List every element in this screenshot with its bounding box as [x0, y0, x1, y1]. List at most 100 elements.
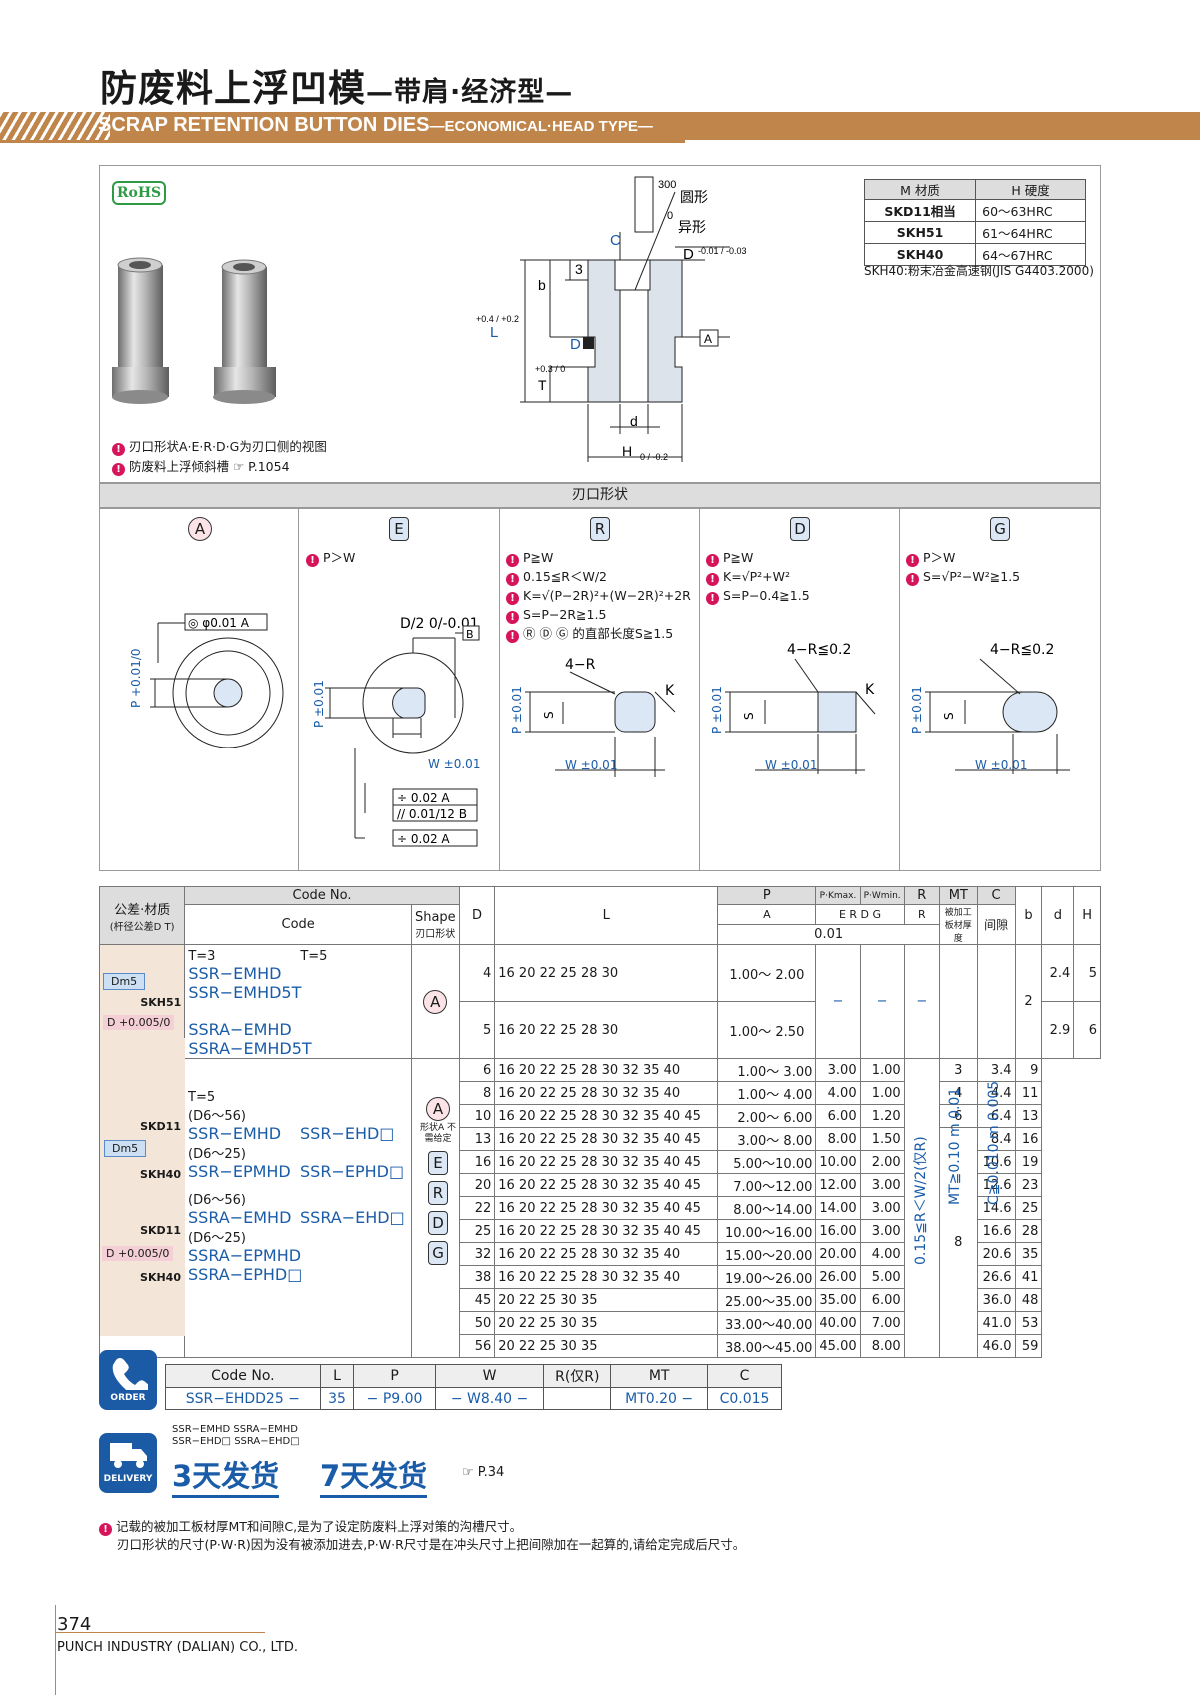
svg-text:W ±0.01: W ±0.01 — [428, 757, 480, 771]
shape-col-R — [500, 508, 700, 871]
cell-d: 36.0 — [976, 1288, 1016, 1312]
cell-D: 56 — [458, 1334, 496, 1358]
cell-P: 25.00～35.00 — [717, 1288, 817, 1312]
svg-text:C: C — [610, 232, 621, 249]
cell-W: 8.00 — [859, 1334, 905, 1358]
r-range-vertical: 0.15≦R＜W/2(仅R) — [913, 1136, 929, 1265]
svg-text:P +0.01/0: P +0.01/0 — [129, 648, 143, 708]
cell-W: 7.00 — [859, 1311, 905, 1335]
cell-H: 25 — [1014, 1196, 1043, 1220]
shape-section — [99, 508, 1101, 871]
cell-L: 16 20 22 25 28 30 32 35 40 — [494, 1081, 719, 1105]
cell-D: 25 — [458, 1219, 496, 1243]
banner-underline — [0, 140, 685, 143]
order-icon: ORDER — [99, 1350, 157, 1410]
cell-P: 33.00～40.00 — [717, 1311, 817, 1335]
cell-d: 26.6 — [976, 1265, 1016, 1289]
cell-H: 11 — [1014, 1081, 1043, 1105]
rohs-badge: RoHS — [112, 181, 166, 205]
material-footnote: SKH40:粉末冶金高速钢(JIS G4403.2000) — [864, 264, 1094, 278]
cell-d: 3.4 — [976, 1058, 1016, 1082]
svg-text:d: d — [630, 413, 638, 429]
cell-P: 1.00～ 4.00 — [717, 1081, 817, 1105]
cell-H: 41 — [1014, 1265, 1043, 1289]
cell-H: 28 — [1014, 1219, 1043, 1243]
cell-K: 8.00 — [815, 1127, 861, 1151]
group2-shape-cell: A 形状A 不需给定 E R D G — [418, 1097, 458, 1265]
cell-L: 16 20 22 25 28 30 32 35 40 45 — [494, 1150, 719, 1174]
svg-text:P ±0.01: P ±0.01 — [710, 686, 724, 734]
cell-K: 45.00 — [815, 1334, 861, 1358]
shape-label-D: D — [790, 517, 810, 541]
svg-text:K: K — [665, 683, 675, 699]
cell-D: 6 — [458, 1058, 496, 1082]
shape-label-G: G — [990, 517, 1010, 541]
cell-H: 53 — [1014, 1311, 1043, 1335]
cell-H: 19 — [1014, 1150, 1043, 1174]
shape-label-R: R — [590, 517, 610, 541]
g2-r-cell — [903, 1058, 941, 1358]
cell-W: 3.00 — [859, 1219, 905, 1243]
cell-P: 5.00～10.00 — [717, 1150, 817, 1174]
cell-K: 35.00 — [815, 1288, 861, 1312]
svg-text:+0.3 / 0: +0.3 / 0 — [535, 364, 565, 374]
cell-L: 16 20 22 25 28 30 32 35 40 45 — [494, 1104, 719, 1128]
cell-d: 8.4 — [976, 1127, 1016, 1151]
svg-text:S: S — [542, 711, 556, 719]
svg-text:D/2 0/-0.01: D/2 0/-0.01 — [400, 616, 479, 632]
cell-P: 3.00～ 8.00 — [717, 1127, 817, 1151]
cell-P: 38.00～45.00 — [717, 1334, 817, 1358]
cell-P: 8.00～14.00 — [717, 1196, 817, 1220]
svg-text:H: H — [622, 443, 632, 459]
svg-text:T: T — [538, 377, 547, 393]
cell-W: 2.00 — [859, 1150, 905, 1174]
cell-L: 20 22 25 30 35 — [494, 1311, 719, 1335]
cell-D: 10 — [458, 1104, 496, 1128]
cell-d: 6.4 — [976, 1104, 1016, 1128]
footer-vline — [55, 1605, 56, 1695]
svg-text:W ±0.01: W ±0.01 — [565, 758, 617, 772]
title-banner — [0, 112, 1200, 140]
svg-text:4−R: 4−R — [565, 657, 596, 673]
svg-text:b: b — [538, 277, 546, 293]
cell-P: 15.00～20.00 — [717, 1242, 817, 1266]
svg-text:A: A — [704, 332, 712, 346]
shape-G-notes: !P＞W !S=√P²−W²≧1.5 — [906, 548, 1020, 586]
cell-d: 16.6 — [976, 1219, 1016, 1243]
cell-W: 3.00 — [859, 1173, 905, 1197]
cell-L: 16 20 22 25 28 30 32 35 40 45 — [494, 1219, 719, 1243]
cell-W: 3.00 — [859, 1196, 905, 1220]
cell-P: 19.00～26.00 — [717, 1265, 817, 1289]
cell-K: 14.00 — [815, 1196, 861, 1220]
cell-d: 41.0 — [976, 1311, 1016, 1335]
cell-K: 20.00 — [815, 1242, 861, 1266]
cell-D: 20 — [458, 1173, 496, 1197]
svg-text:÷ 0.02 A: ÷ 0.02 A — [397, 832, 450, 846]
svg-text:0: 0 — [667, 210, 673, 222]
cell-W: 1.00 — [859, 1058, 905, 1082]
delivery-ref: ☞ P.34 — [462, 1465, 505, 1480]
mt-vertical: MT≧0.10 m 0.01 — [947, 1087, 963, 1205]
cell-H: 16 — [1014, 1127, 1043, 1151]
product-overview-box — [99, 165, 1101, 483]
cell-W: 5.00 — [859, 1265, 905, 1289]
page-number: 374 — [57, 1614, 92, 1635]
svg-text:P ±0.01: P ±0.01 — [312, 680, 326, 728]
cell-K: 6.00 — [815, 1104, 861, 1128]
delivery-3days: 3天发货 — [172, 1453, 280, 1498]
svg-text:K: K — [865, 682, 875, 698]
cell-K: 16.00 — [815, 1219, 861, 1243]
svg-text:4−R≦0.2: 4−R≦0.2 — [990, 642, 1054, 658]
shape-col-E — [299, 508, 500, 871]
svg-text:P ±0.01: P ±0.01 — [510, 686, 524, 734]
cell-W: 1.20 — [859, 1104, 905, 1128]
cell-K: 10.00 — [815, 1150, 861, 1174]
cell-P: 1.00～ 3.00 — [717, 1058, 817, 1082]
svg-text:÷ 0.02 A: ÷ 0.02 A — [397, 791, 450, 805]
cell-W: 6.00 — [859, 1288, 905, 1312]
